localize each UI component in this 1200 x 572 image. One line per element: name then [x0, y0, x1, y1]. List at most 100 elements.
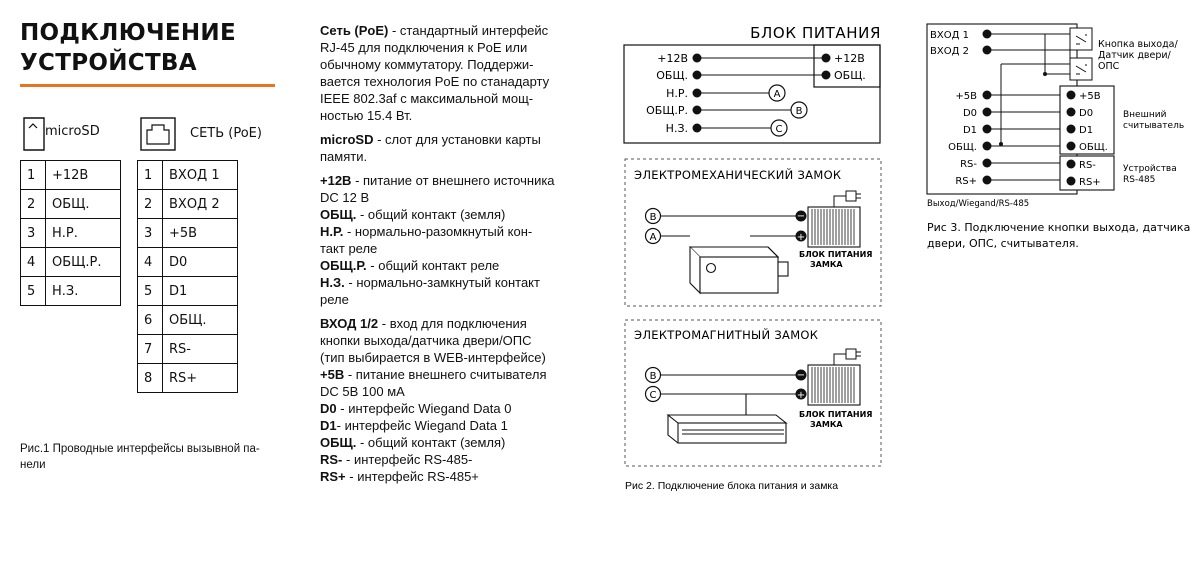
input-wires	[987, 33, 1071, 144]
marker-b	[790, 101, 808, 119]
description-text: Сеть (PoE) - стандартный интерфейс RJ-45…	[320, 22, 590, 485]
desc-d1: D1- интерфейс Wiegand Data 1	[320, 418, 508, 433]
microsd-label: microSD	[45, 124, 100, 139]
net-header: СЕТЬ (PoE)	[139, 114, 262, 154]
term-right-1: ОБЩ.	[834, 69, 866, 82]
microsd-row: 1+12В	[20, 160, 121, 190]
desc-com: ОБЩ.Р. - общий контакт реле	[320, 258, 500, 273]
section-title-line2: УСТРОЙСТВА	[20, 50, 197, 76]
net-pin-name: RS+	[162, 363, 238, 393]
mag-lock-title: ЭЛЕКТРОМАГНИТНЫЙ ЗАМОК	[634, 327, 818, 342]
rj45-icon	[140, 117, 176, 151]
svg-text:C: C	[650, 390, 657, 401]
svg-text:D1: D1	[963, 125, 977, 136]
em-lock-psu: БЛОК ПИТАНИЯ ЗАМКА	[799, 190, 872, 269]
microsd-icon	[23, 117, 45, 151]
term-microsd: microSD	[320, 132, 374, 147]
desc-5v: +5В - питание внешнего считывателя DC 5В…	[320, 367, 547, 399]
mag-lock-psu: БЛОК ПИТАНИЯ ЗАМКА	[799, 348, 872, 429]
marker-circles	[768, 84, 808, 137]
term-left-2: Н.Р.	[666, 87, 688, 100]
fig1-caption-line1: Рис.1 Проводные интерфейсы вызывной па-	[20, 443, 260, 455]
in-term-1: ВХОД 2	[930, 46, 969, 57]
reader-dots	[1066, 90, 1076, 151]
desc-inputs: ВХОД 1/2 - вход для подключения кнопки в…	[320, 316, 546, 365]
psu-box	[813, 44, 881, 88]
svg-text:Датчик двери/: Датчик двери/	[1098, 50, 1172, 61]
fig3-diagram: ВХОД 1 ВХОД 2 Кнопка выхода/ Датчик двер…	[926, 23, 1190, 250]
svg-text:Устройства: Устройства	[1123, 164, 1177, 174]
net-pin-name: D1	[162, 276, 238, 306]
term-right-0: +12В	[834, 52, 865, 65]
desc-nc: Н.З. - нормально-замкнутый контакт реле	[320, 275, 540, 307]
net-pin-name: ВХОД 1	[162, 160, 238, 190]
net-label: СЕТЬ (PoE)	[190, 126, 262, 141]
rs485-terminals: RS- RS+	[1079, 160, 1101, 188]
svg-text:+5В: +5В	[1079, 91, 1101, 102]
net-pin-number: 5	[137, 276, 163, 306]
desc-microsd: microSD - слот для установки карты памят…	[320, 132, 541, 164]
reader-terminals: +5В D0 D1 ОБЩ.	[1079, 91, 1108, 153]
net-pin-number: 1	[137, 160, 163, 190]
mag-psu-label-1: БЛОК ПИТАНИЯ	[799, 410, 872, 419]
svg-text:+: +	[797, 390, 805, 401]
desc-d0: D0 - интерфейс Wiegand Data 0	[320, 401, 512, 416]
svg-text:+5В: +5В	[955, 91, 977, 102]
desc-gnd2: ОБЩ. - общий контакт (земля)	[320, 435, 506, 450]
svg-text:двери, ОПС, считывателя.: двери, ОПС, считывателя.	[927, 237, 1079, 250]
rs485-dots	[1066, 159, 1076, 186]
net-row: 3+5В	[137, 218, 238, 248]
panel-outline	[623, 44, 881, 144]
mag-psu-label-2: ЗАМКА	[810, 420, 843, 429]
panel-terminals: +12В ОБЩ. Н.Р. ОБЩ.Р. Н.З.	[646, 52, 688, 135]
svg-text:D0: D0	[963, 108, 977, 119]
svg-text:B: B	[650, 371, 657, 382]
panel-wires	[697, 57, 826, 129]
svg-text:считыватель: считыватель	[1123, 121, 1184, 131]
svg-text:RS+: RS+	[955, 176, 977, 187]
svg-text:−: −	[797, 211, 805, 222]
marker-c	[770, 119, 788, 137]
microsd-pin-name: Н.З.	[45, 276, 121, 306]
net-pin-name: ВХОД 2	[162, 189, 238, 219]
em-psu-label-1: БЛОК ПИТАНИЯ	[799, 250, 872, 259]
net-pin-name: RS-	[162, 334, 238, 364]
net-pin-name: +5В	[162, 218, 238, 248]
svg-text:A: A	[774, 89, 781, 100]
microsd-pin-number: 1	[20, 160, 46, 190]
microsd-pin-name: ОБЩ.Р.	[45, 247, 121, 277]
svg-text:RS-: RS-	[1079, 160, 1096, 171]
svg-text:B: B	[650, 212, 657, 223]
microsd-pin-number: 5	[20, 276, 46, 306]
em-lock-body	[688, 246, 789, 295]
desc-12v: +12В - питание от внешнего источника DC …	[320, 173, 555, 205]
reader-label: Внешний считыватель	[1123, 110, 1184, 131]
net-pin-number: 2	[137, 189, 163, 219]
marker-labels: A B C	[774, 89, 803, 135]
title-underline	[20, 84, 275, 87]
desc-no: Н.Р. - нормально-разомкнутый кон- такт р…	[320, 224, 533, 256]
term-poe: Сеть (PoE)	[320, 23, 389, 38]
term-left-4: Н.З.	[666, 122, 688, 135]
term-12v: +12В	[320, 173, 352, 188]
output-terminals: +5В D0 D1 ОБЩ. RS- RS+	[948, 91, 977, 187]
net-pin-name: ОБЩ.	[162, 305, 238, 335]
fig1-caption: Рис.1 Проводные интерфейсы вызывной па- …	[20, 441, 290, 473]
net-pin-number: 7	[137, 334, 163, 364]
section-title-line1: ПОДКЛЮЧЕНИЕ	[20, 20, 236, 46]
mag-lock-wiring: B C − +	[644, 366, 807, 415]
fig1-caption-line2: нели	[20, 459, 46, 471]
svg-text:ОПС: ОПС	[1098, 61, 1120, 72]
desc-rsminus: RS- - интерфейс RS-485-	[320, 452, 473, 467]
section-title: ПОДКЛЮЧЕНИЕ УСТРОЙСТВА	[20, 18, 236, 78]
svg-text:Кнопка выхода/: Кнопка выхода/	[1098, 39, 1178, 50]
